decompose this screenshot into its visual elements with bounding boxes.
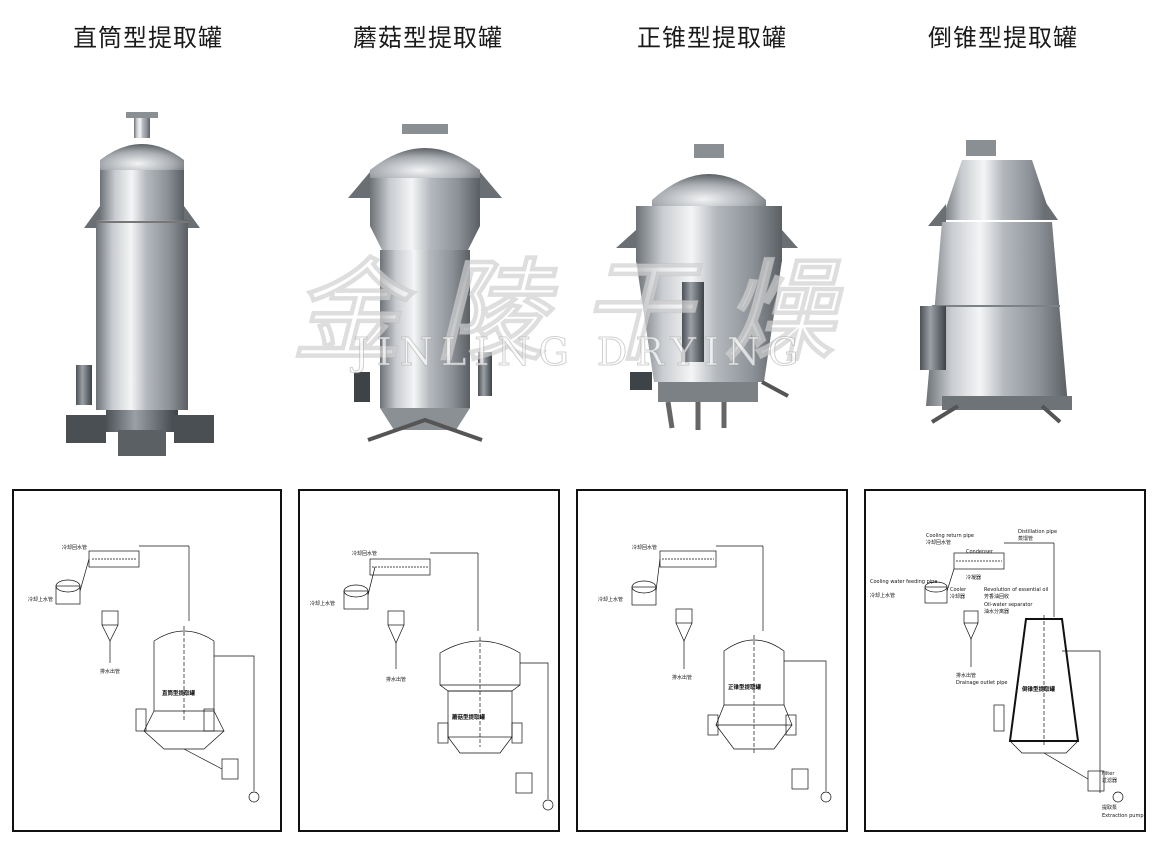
title-straight: 直筒型提取罐 <box>73 24 223 52</box>
title-mushroom: 蘑菇型提取罐 <box>353 24 503 52</box>
photo-straight-tank <box>62 110 222 470</box>
diagram-straight: 冷却回水管 冷却上水管 排水出管 直筒型提取罐 <box>12 489 282 832</box>
diagram-cone: 冷却回水管 冷却上水管 排水出管 正锥型提取罐 <box>576 489 848 832</box>
label-cooling-return: 冷却回水管 <box>352 550 377 557</box>
photo-inverted-cone-tank <box>912 110 1082 470</box>
label-cooler-en: Cooler <box>950 587 967 593</box>
label-tank: 正锥型提取罐 <box>728 683 762 691</box>
label-tank: 直筒型提取罐 <box>162 689 196 697</box>
photo-cone-tank <box>612 110 802 470</box>
label-oil-return-en: Revolution of essential oil <box>984 587 1048 593</box>
label-tank: 蘑菇型提取罐 <box>452 713 486 721</box>
label-cooling-supply: 冷却上水管 <box>310 600 335 607</box>
label-oil-sep-en: Oil-water separator <box>984 602 1033 608</box>
photo-mushroom-tank <box>340 110 510 470</box>
label-condenser-en: Condenser <box>966 549 994 555</box>
label-distillation-en: Distillation pipe <box>1018 529 1057 535</box>
title-cone: 正锥型提取罐 <box>637 24 787 52</box>
label-cooling-supply: 冷却上水管 <box>598 596 623 603</box>
label-condenser: 冷凝器 <box>966 574 981 581</box>
label-drain: 排水出管 <box>386 676 406 683</box>
label-pump-en: Extraction pump <box>1102 813 1144 819</box>
label-drain: 排水出管 <box>956 672 976 679</box>
label-filter-en: Filter <box>1102 771 1115 777</box>
label-cooling-supply-en: Cooling water feeding pipe <box>870 579 937 585</box>
label-cooler: 冷却器 <box>950 593 965 600</box>
title-inverted: 倒锥型提取罐 <box>928 24 1078 52</box>
label-cooling-supply: 冷却上水管 <box>870 592 895 599</box>
label-cooling-return: 冷却回水管 <box>62 544 87 551</box>
label-drain: 排水出管 <box>100 668 120 675</box>
diagram-inverted: Cooling return pipe 冷却回水管 Distillation p… <box>864 489 1146 832</box>
label-cooling-supply: 冷却上水管 <box>28 596 53 603</box>
diagram-mushroom: 冷却回水管 冷却上水管 排水出管 蘑菇型提取罐 <box>298 489 560 832</box>
label-filter: 过滤器 <box>1102 777 1117 784</box>
label-cooling-return: 冷却回水管 <box>632 544 657 551</box>
label-cooling-return: 冷却回水管 <box>926 539 951 546</box>
label-cooling-return-en: Cooling return pipe <box>926 533 974 539</box>
label-pump: 提取泵 <box>1102 804 1117 811</box>
label-tank: 倒锥型提取罐 <box>1021 685 1056 693</box>
label-oil-sep: 油水分离器 <box>984 608 1009 615</box>
label-drain-en: Drainage outlet pipe <box>956 680 1007 686</box>
label-oil-return: 芳香油回收 <box>984 593 1009 600</box>
label-distillation: 蒸馏管 <box>1018 535 1033 542</box>
label-drain: 排水出管 <box>672 674 692 681</box>
